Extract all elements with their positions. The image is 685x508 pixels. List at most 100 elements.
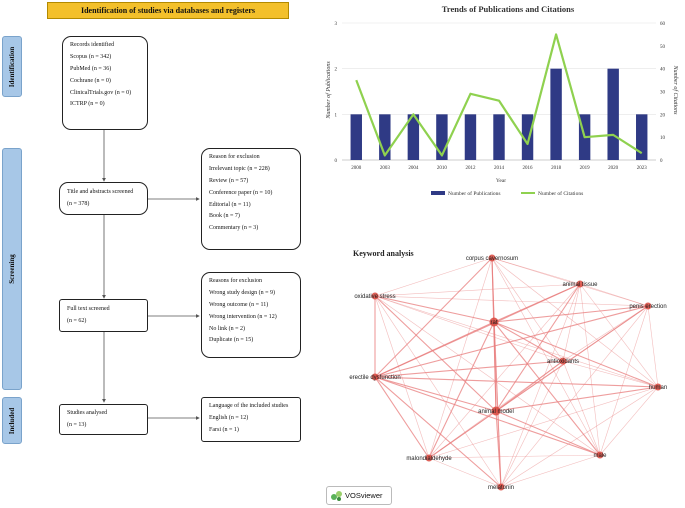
network-edge <box>374 295 495 323</box>
exclusion-item: Wrong intervention (n = 12) <box>209 313 277 320</box>
network-edge <box>495 386 659 412</box>
network-edge <box>562 283 581 362</box>
records-item: Cochrane (n = 0) <box>70 77 111 84</box>
network-edge <box>500 283 581 488</box>
network-node <box>576 280 584 288</box>
exclusion-item: Review (n = 57) <box>209 177 249 184</box>
x-tick-label: 2010 <box>437 166 448 171</box>
network-edge <box>374 295 601 456</box>
network-edge <box>428 283 581 459</box>
network-edge <box>491 257 601 456</box>
full-text-label: Full text screened <box>67 306 110 312</box>
phase-screening: Screening <box>2 148 22 390</box>
exclusion-heading: Reasons for exclusion <box>209 278 262 284</box>
y2-axis-label: Number of Citations <box>672 64 679 115</box>
network-edge <box>428 457 502 488</box>
network-edge <box>493 305 649 323</box>
y-tick-label: 1 <box>335 113 338 118</box>
records-identified-box: Records identified Scopus (n = 342) PubM… <box>62 36 148 130</box>
network-edge <box>599 305 649 456</box>
x-tick-label: 2004 <box>408 166 419 171</box>
network-edge <box>647 305 659 388</box>
x-tick-label: 2019 <box>580 166 591 171</box>
language-item: Farsi (n = 1) <box>209 426 239 433</box>
x-tick-label: 2020 <box>608 166 619 171</box>
trend-chart: Trends of Publications and Citations Num… <box>325 4 679 197</box>
network-edge <box>500 454 601 488</box>
network-edge <box>491 257 564 362</box>
bar-publications <box>350 114 362 160</box>
network-node <box>371 292 379 300</box>
network-node-label: animal model <box>478 409 514 415</box>
y2-tick-label: 0 <box>660 159 663 164</box>
y2-tick-label: 50 <box>660 45 666 50</box>
y-axis-label: Number of Publications <box>325 61 332 120</box>
network-edge <box>374 295 502 488</box>
network-node <box>497 483 505 491</box>
network-node-label: melatonin <box>488 485 514 491</box>
exclusion-item: Conference paper (n = 10) <box>209 189 273 196</box>
network-edge <box>428 454 601 459</box>
network-edge <box>374 305 649 378</box>
chart-legend: Number of Publications Number of Citatio… <box>431 190 583 197</box>
network-edge <box>579 283 649 307</box>
bar-publications <box>636 114 648 160</box>
prisma-title: Identification of studies via databases … <box>47 2 289 19</box>
records-item: ClinicalTrials.gov (n = 0) <box>70 89 132 96</box>
network-edge <box>500 360 564 488</box>
title-abstract-box: Title and abstracts screened (n = 378) <box>59 182 148 215</box>
network-edge <box>562 360 659 388</box>
legend-label-publications: Number of Publications <box>448 190 501 197</box>
network-edge <box>374 376 601 456</box>
exclusion-item: Commentary (n = 3) <box>209 225 259 232</box>
network-edges <box>374 257 659 488</box>
bar-publications <box>464 114 477 160</box>
records-item: PubMed (n = 36) <box>70 65 112 72</box>
network-node-label: human <box>649 385 667 391</box>
x-axis-label: Year <box>496 178 506 184</box>
network-edge <box>599 386 659 456</box>
network-edge <box>374 376 430 459</box>
network-node-label: penis erection <box>629 304 666 310</box>
network-node-label: male <box>593 453 607 459</box>
network-node-label: corpus cavernosum <box>466 256 518 262</box>
exclusion-item: Book (n = 7) <box>209 213 240 220</box>
network-edge <box>374 295 659 388</box>
network-edge <box>374 295 430 459</box>
network-node <box>559 357 567 365</box>
vosviewer-logo-icon <box>331 491 342 501</box>
network-edge <box>374 295 649 307</box>
bar-publications <box>550 68 562 160</box>
bar-publications <box>379 114 391 160</box>
y-tick-label: 2 <box>335 68 338 73</box>
exclusion-item: No link (n = 2) <box>209 325 246 332</box>
network-node <box>654 383 662 391</box>
network-edge <box>493 321 659 388</box>
records-item: Scopus (n = 342) <box>70 53 112 60</box>
network-edge <box>428 386 659 459</box>
records-item: ICTRP (n = 0) <box>70 101 105 108</box>
x-tick-label: 2012 <box>465 166 476 171</box>
studies-analysed-box: Studies analysed (n = 13) <box>59 404 148 435</box>
network-node <box>644 302 652 310</box>
bar-publications <box>607 68 619 160</box>
network-node-label: rat <box>490 320 497 326</box>
exclusion-item: Wrong outcome (n = 11) <box>209 301 269 308</box>
network-edge <box>374 321 495 378</box>
bar-publications <box>436 114 448 160</box>
exclusion-item: Wrong study design (n = 9) <box>209 289 275 296</box>
network-edge <box>493 321 601 456</box>
y2-tick-label: 20 <box>660 113 666 118</box>
bar-publications <box>493 114 505 160</box>
network-node-label: malondialdehyde <box>406 456 452 462</box>
network-node-label: erectile dysfunction <box>349 375 400 381</box>
keyword-network: Keyword analysis corpus cavernosumanimal… <box>349 249 667 491</box>
network-edge <box>374 295 497 412</box>
chart-line <box>355 33 643 157</box>
network-edge <box>428 410 497 459</box>
exclusion-item: Irrelevant topic (n = 228) <box>209 165 270 172</box>
y-tick-label: 3 <box>335 22 338 27</box>
exclusion-box-2: Reasons for exclusion Wrong study design… <box>201 272 301 358</box>
network-node <box>596 451 604 459</box>
